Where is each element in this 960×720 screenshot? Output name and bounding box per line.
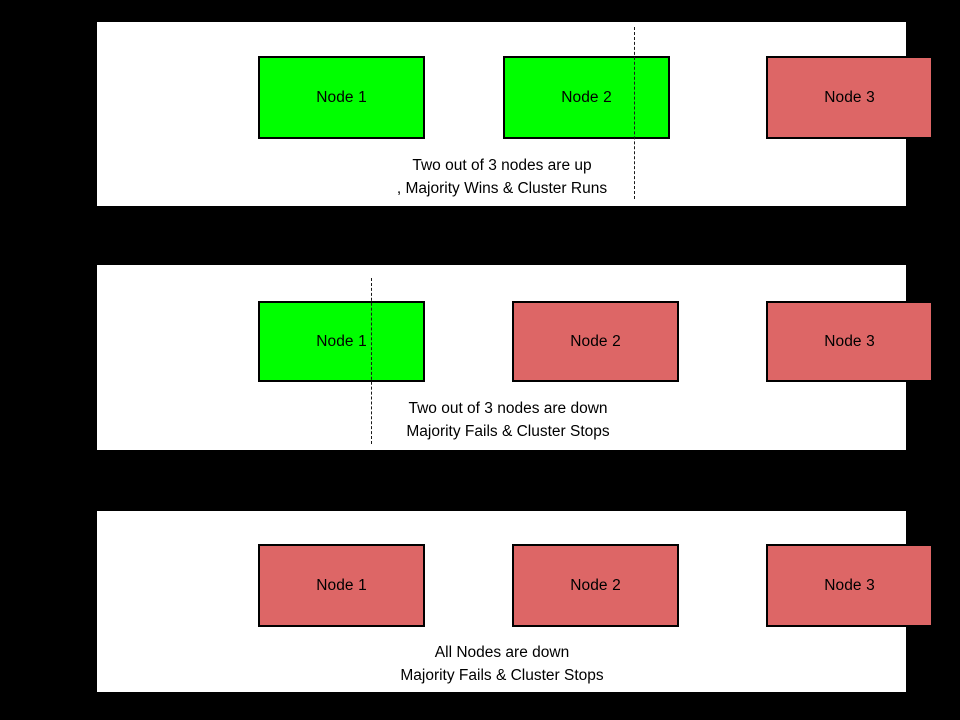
node-box-3[interactable]: Node 3 <box>766 544 933 627</box>
node-label: Node 2 <box>561 88 612 106</box>
node-box-2[interactable]: Node 2 <box>503 56 670 139</box>
scenario-panel-two-down: Node 1 Node 2 Node 3 Two out of 3 nodes … <box>97 265 933 450</box>
caption-line-2: , Majority Wins & Cluster Runs <box>396 180 608 197</box>
node-label: Node 1 <box>316 576 367 594</box>
node-box-1[interactable]: Node 1 <box>258 56 425 139</box>
caption-line-1: All Nodes are down <box>434 644 570 661</box>
quorum-divider-line <box>371 278 372 444</box>
scenario-panel-all-down: Node 1 Node 2 Node 3 All Nodes are down … <box>97 511 933 692</box>
node-label: Node 1 <box>316 88 367 106</box>
node-box-2[interactable]: Node 2 <box>512 301 679 382</box>
scenario-caption: All Nodes are down Majority Fails & Clus… <box>372 641 632 687</box>
quorum-divider-line <box>634 27 635 199</box>
caption-line-1: Two out of 3 nodes are down <box>408 400 608 417</box>
node-label: Node 2 <box>570 576 621 594</box>
node-box-3[interactable]: Node 3 <box>766 301 933 382</box>
scenario-caption: Two out of 3 nodes are down Majority Fai… <box>378 397 638 443</box>
caption-line-2: Majority Fails & Cluster Stops <box>400 667 604 684</box>
node-label: Node 1 <box>316 332 367 350</box>
scenario-caption: Two out of 3 nodes are up , Majority Win… <box>367 154 637 200</box>
node-label: Node 3 <box>824 332 875 350</box>
node-box-1[interactable]: Node 1 <box>258 301 425 382</box>
node-box-3[interactable]: Node 3 <box>766 56 933 139</box>
scenario-panel-two-up: Node 1 Node 2 Node 3 Two out of 3 nodes … <box>97 22 933 206</box>
caption-line-1: Two out of 3 nodes are up <box>412 157 592 174</box>
node-label: Node 2 <box>570 332 621 350</box>
node-box-2[interactable]: Node 2 <box>512 544 679 627</box>
caption-line-2: Majority Fails & Cluster Stops <box>406 423 610 440</box>
node-box-1[interactable]: Node 1 <box>258 544 425 627</box>
node-label: Node 3 <box>824 576 875 594</box>
node-label: Node 3 <box>824 88 875 106</box>
